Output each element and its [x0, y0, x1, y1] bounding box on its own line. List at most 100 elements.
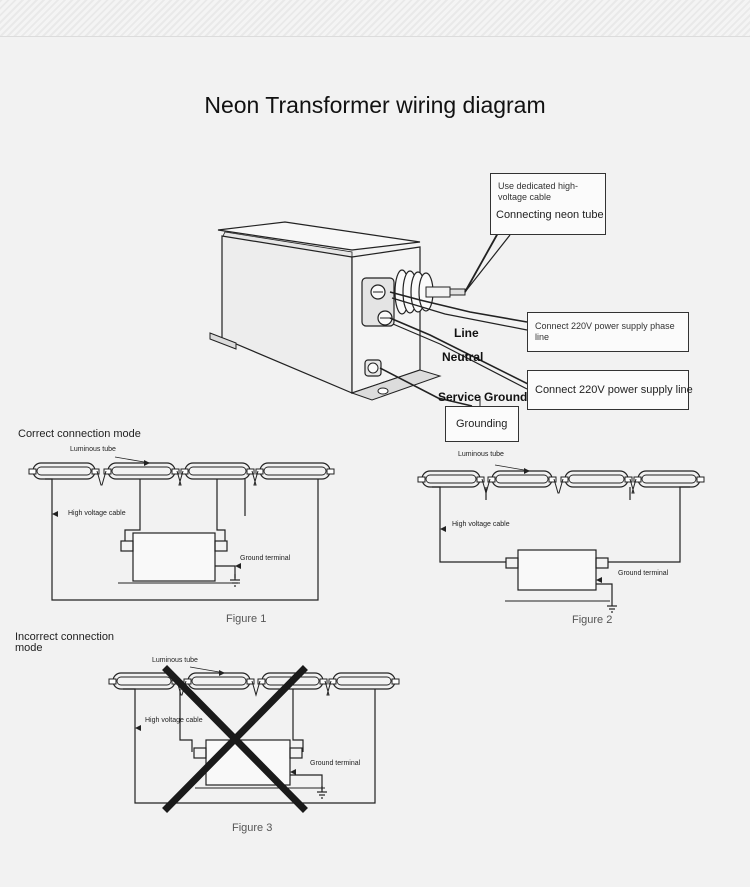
tube-outer [107, 462, 176, 480]
luminous-tube-arrow [524, 468, 530, 474]
tube-inner [111, 466, 172, 476]
hv-terminal-right [595, 557, 609, 569]
high-voltage-cable-3 [292, 689, 304, 752]
tube-outer [564, 470, 629, 488]
tube-outer [184, 462, 251, 480]
tube-electrode-right [246, 678, 255, 685]
tube-jumper [96, 470, 107, 486]
luminous-tube-3 [180, 462, 255, 480]
callout-phase-line-text: Connect 220V power supply phase line [535, 321, 675, 342]
luminous-tube-leader [189, 666, 226, 674]
callout-phase-line-box: Connect 220V power supply phase line [527, 312, 689, 352]
tube-jumper [324, 680, 332, 696]
tube-electrode-right [391, 678, 400, 685]
ground-symbol-icon [230, 574, 240, 587]
tube-outer [637, 470, 701, 488]
luminous-tube-arrow [144, 460, 150, 466]
leader-phase-line-2 [391, 297, 528, 331]
high-voltage-cable-2 [124, 479, 141, 541]
callout-grounding-text: Grounding [456, 418, 508, 430]
high-voltage-cable-1 [123, 688, 376, 804]
hv-terminal-left [120, 540, 134, 552]
tube-outer [332, 672, 396, 690]
ground-terminal-arrow [596, 577, 602, 583]
tube-inner [425, 474, 477, 484]
hv-cable-arrow [440, 526, 446, 532]
figure-1-drawing [28, 456, 335, 601]
fig1-caption: Figure 1 [226, 613, 267, 625]
transformer-illustration [209, 221, 466, 401]
tube-electrode-right [319, 678, 328, 685]
terminal-label-service-ground: Service Ground [438, 390, 528, 404]
tube-inner [568, 474, 625, 484]
tube-electrode-right [548, 476, 557, 483]
fig2-luminous-tube-label: Luminous tube [458, 451, 504, 458]
leader-to-neon-tube-callout [464, 232, 499, 293]
tube-jumper [176, 470, 184, 486]
fig1-ground-terminal-label: Ground terminal [240, 555, 291, 562]
callout-neon-tube-box: Use dedicated high-voltage cable Connect… [490, 173, 606, 235]
figure-transformer-box [517, 549, 597, 591]
mounting-flange-left [209, 332, 237, 350]
ground-terminal-arrow [235, 563, 241, 569]
leader-grounding [379, 367, 473, 407]
hv-terminal-left [505, 557, 519, 569]
callout-leader-lines [379, 232, 531, 407]
figure-3-drawing [108, 665, 400, 813]
fig3-hv-cable-label: High voltage cable [145, 717, 203, 724]
luminous-tube-4 [328, 672, 400, 690]
tube-inner [263, 466, 327, 476]
fig1-hv-cable-label: High voltage cable [68, 510, 126, 517]
tube-outer [112, 672, 176, 690]
luminous-tube-leader [494, 464, 531, 472]
transformer-front-face [221, 235, 353, 394]
transformer-top-face [217, 221, 421, 251]
top-texture-band [0, 0, 750, 36]
callout-grounding-box: Grounding [445, 406, 519, 442]
incorrect-cross-icon [162, 665, 308, 813]
high-voltage-cable-3 [216, 479, 226, 541]
tube-electrode-left [328, 678, 337, 685]
luminous-tube-leader [114, 456, 151, 464]
tube-outer [491, 470, 553, 488]
tube-electrode-right [326, 468, 335, 475]
luminous-tube-3 [560, 470, 633, 488]
tube-inner [641, 474, 697, 484]
fig1-luminous-tube-label: Luminous tube [70, 446, 116, 453]
figure-transformer-box [132, 532, 216, 582]
luminous-tube-2 [487, 470, 557, 488]
tube-electrode-left [180, 468, 189, 475]
terminal-label-line: Line [454, 326, 479, 340]
tube-jumper [553, 478, 564, 494]
tube-outer [32, 462, 96, 480]
tube-electrode-right [171, 468, 180, 475]
top-divider [0, 36, 750, 37]
leader-to-neon-tube-callout [464, 234, 511, 293]
hv-terminal-right [214, 540, 228, 552]
hv-terminal-right [289, 747, 303, 759]
tube-jumper [251, 470, 259, 486]
tube-inner [191, 676, 247, 686]
tube-electrode-left [417, 476, 426, 483]
ground-wire [596, 583, 613, 600]
tube-electrode-left [255, 468, 264, 475]
terminal-label-neutral: Neutral [442, 350, 484, 364]
tube-electrode-left [103, 468, 112, 475]
tube-outer [421, 470, 481, 488]
callout-supply-line-box: Connect 220V power supply line [527, 370, 693, 410]
tube-inner [188, 466, 247, 476]
tube-inner [36, 466, 92, 476]
tube-electrode-left [108, 678, 117, 685]
luminous-tube-arrow [219, 670, 225, 676]
tube-electrode-right [91, 468, 100, 475]
luminous-tube-4 [633, 470, 705, 488]
ground-symbol-icon [607, 600, 617, 613]
fig3-ground-terminal-label: Ground terminal [310, 760, 361, 767]
tube-electrode-left [28, 468, 37, 475]
tube-electrode-left [183, 678, 192, 685]
fig2-caption: Figure 2 [572, 614, 613, 626]
tube-inner [116, 676, 172, 686]
section-correct-heading: Correct connection mode [18, 428, 141, 440]
hv-terminal-stud [425, 286, 451, 298]
callout-hv-cable-text: Use dedicated high-voltage cable [498, 181, 579, 202]
